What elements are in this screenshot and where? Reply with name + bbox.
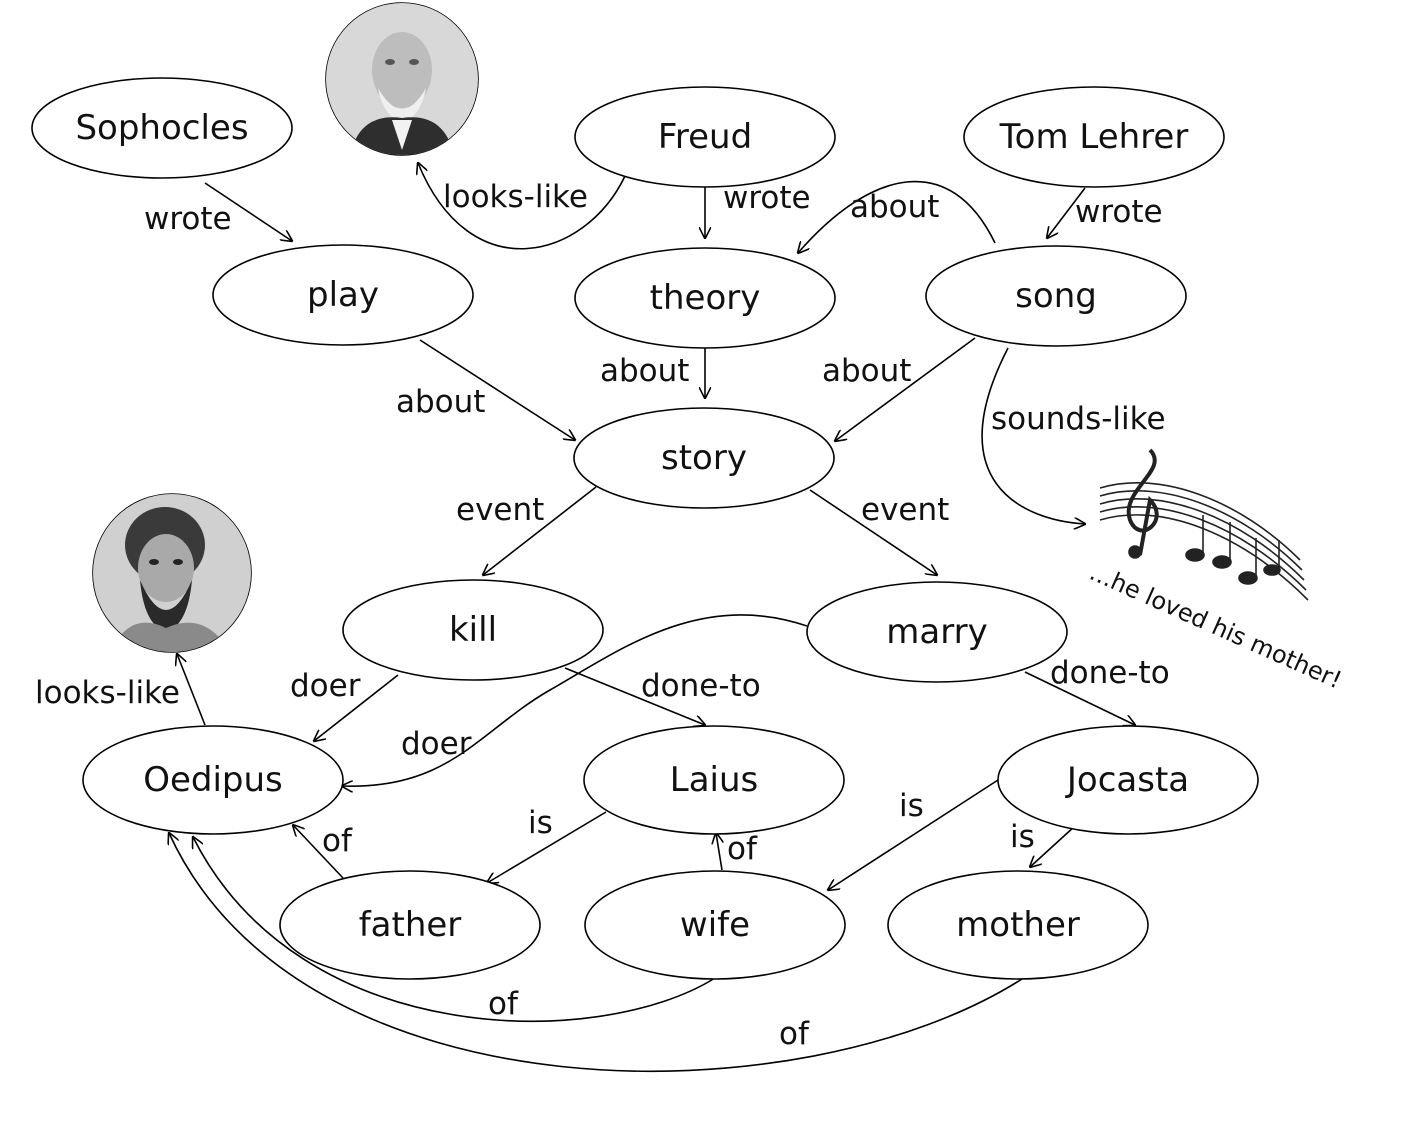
- node-label-freud: Freud: [658, 117, 752, 157]
- edge-father-of: [293, 825, 344, 879]
- node-label-story: story: [661, 438, 747, 478]
- node-theory: theory: [574, 247, 836, 349]
- edge-oedipus-looks-like: [177, 654, 206, 726]
- edge-jocasta-is-wife: [828, 779, 999, 890]
- node-label-play: play: [307, 275, 379, 315]
- edge-wife-of-oedipus: [193, 837, 716, 1022]
- node-kill: kill: [342, 579, 604, 681]
- edge-label-mother-of: of: [779, 1016, 810, 1052]
- edge-label-theory-about: about: [600, 353, 689, 389]
- node-label-marry: marry: [886, 612, 987, 652]
- edge-label-sophocles-wrote: wrote: [144, 201, 232, 237]
- node-label-theory: theory: [650, 278, 761, 318]
- edge-label-father-of: of: [322, 823, 353, 859]
- edge-label-event-kill: event: [456, 492, 544, 528]
- edge-marry-doer: [342, 614, 808, 786]
- node-label-mother: mother: [956, 905, 1080, 945]
- edge-kill-doer: [314, 674, 399, 741]
- node-label-tom-lehrer: Tom Lehrer: [999, 117, 1189, 157]
- node-laius: Laius: [583, 725, 845, 835]
- node-freud: Freud: [574, 86, 836, 188]
- edge-sophocles-play: [204, 182, 292, 241]
- freud-portrait: [325, 2, 479, 156]
- edge-mother-of: [169, 833, 1023, 1072]
- edge-label-sounds-like: sounds-like: [991, 401, 1166, 437]
- edge-label-jocasta-is-mother: is: [1010, 819, 1035, 855]
- node-song: song: [925, 245, 1187, 347]
- edge-play-story: [419, 339, 575, 440]
- node-play: play: [212, 244, 474, 346]
- edge-label-freud-looks-like: looks-like: [443, 179, 588, 215]
- edge-label-play-about: about: [396, 384, 485, 420]
- node-marry: marry: [806, 581, 1068, 683]
- oedipus-portrait: [92, 493, 252, 653]
- edge-jocasta-is-mother: [1030, 825, 1076, 867]
- node-label-kill: kill: [449, 610, 497, 650]
- node-sophocles: Sophocles: [31, 77, 293, 179]
- edge-label-kill-done-to: done-to: [641, 668, 761, 704]
- node-label-sophocles: Sophocles: [75, 108, 248, 148]
- node-label-song: song: [1015, 276, 1097, 316]
- node-oedipus: Oedipus: [82, 725, 344, 835]
- edge-label-oedipus-looks-like: looks-like: [35, 675, 180, 711]
- edge-marry-done-to: [1024, 671, 1135, 725]
- edge-song-sounds-like: [981, 347, 1085, 524]
- node-label-wife: wife: [680, 905, 750, 945]
- node-label-jocasta: Jocasta: [1065, 760, 1189, 800]
- node-tom-lehrer: Tom Lehrer: [963, 86, 1225, 188]
- edge-label-marry-done-to: done-to: [1050, 655, 1170, 691]
- edge-song-about-theory: [798, 180, 996, 253]
- edge-label-wife-of-oedipus: of: [488, 986, 519, 1022]
- edge-label-marry-doer: doer: [401, 726, 472, 762]
- edge-label-tom-wrote: wrote: [1075, 194, 1163, 230]
- edge-label-song-about-story: about: [822, 353, 911, 389]
- edge-laius-is-father: [487, 811, 607, 883]
- edge-label-kill-doer: doer: [290, 668, 361, 704]
- edge-label-wife-of-laius: of: [727, 831, 758, 867]
- edge-label-event-marry: event: [861, 492, 949, 528]
- music-notes-icon: [1099, 448, 1309, 601]
- edge-tom-song: [1047, 187, 1086, 238]
- edge-label-song-about-theory: about: [850, 189, 939, 225]
- edge-kill-done-to: [564, 667, 705, 725]
- edge-label-laius-is: is: [528, 805, 553, 841]
- edge-story-marry: [809, 489, 937, 575]
- node-label-father: father: [359, 905, 462, 945]
- node-label-oedipus: Oedipus: [143, 760, 283, 800]
- node-mother: mother: [887, 870, 1149, 980]
- edge-song-story: [835, 337, 976, 441]
- edge-label-jocasta-is-wife: is: [899, 788, 924, 824]
- edge-freud-looks-like: [418, 163, 626, 250]
- node-jocasta: Jocasta: [997, 725, 1259, 835]
- node-wife: wife: [584, 870, 846, 980]
- node-father: father: [279, 870, 541, 980]
- node-story: story: [573, 407, 835, 509]
- edge-wife-of-laius: [716, 833, 722, 871]
- node-label-laius: Laius: [670, 760, 759, 800]
- edge-story-kill: [483, 486, 597, 575]
